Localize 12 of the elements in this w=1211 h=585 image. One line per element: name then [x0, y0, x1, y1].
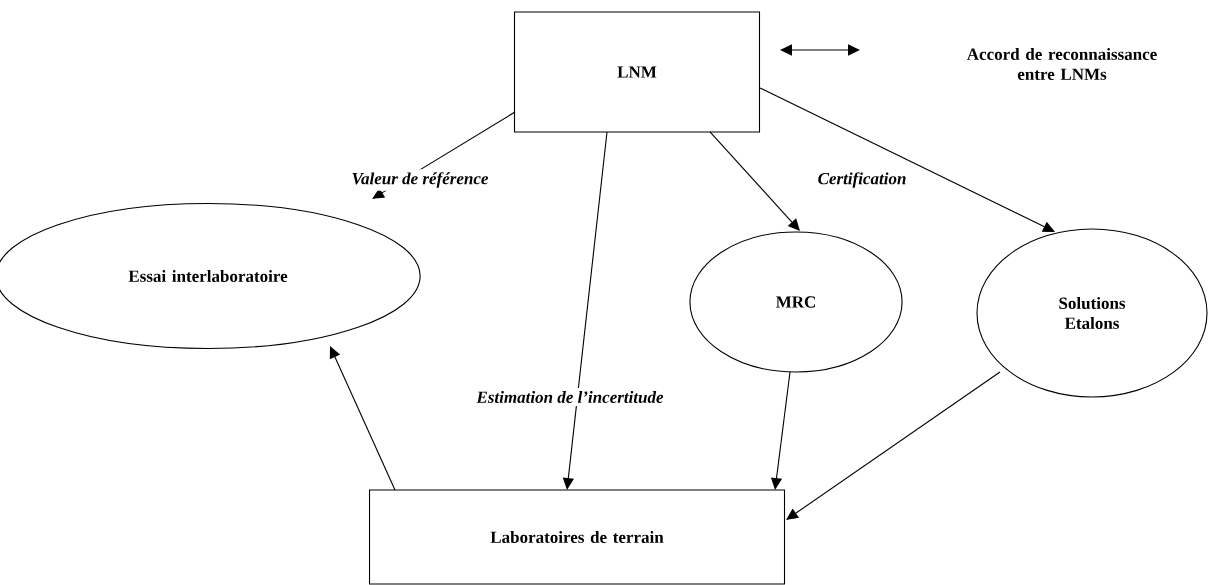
edge-label: Estimation de l’incertitude — [473, 388, 667, 406]
arrow — [329, 346, 396, 491]
arrow — [709, 131, 800, 231]
ellipse-node: Solutions Etalons — [976, 228, 1208, 398]
edge-label: Valeur de référence — [348, 169, 492, 191]
edge-label: Certification — [814, 169, 910, 191]
legend-text: Accord de reconnaissance entre LNMs — [966, 48, 1157, 80]
arrow — [786, 371, 1001, 520]
process-box: Laboratoires de terrain — [368, 489, 786, 585]
arrow — [759, 87, 1055, 232]
ellipse-node: MRC — [689, 231, 903, 373]
process-box: LNM — [513, 11, 761, 133]
